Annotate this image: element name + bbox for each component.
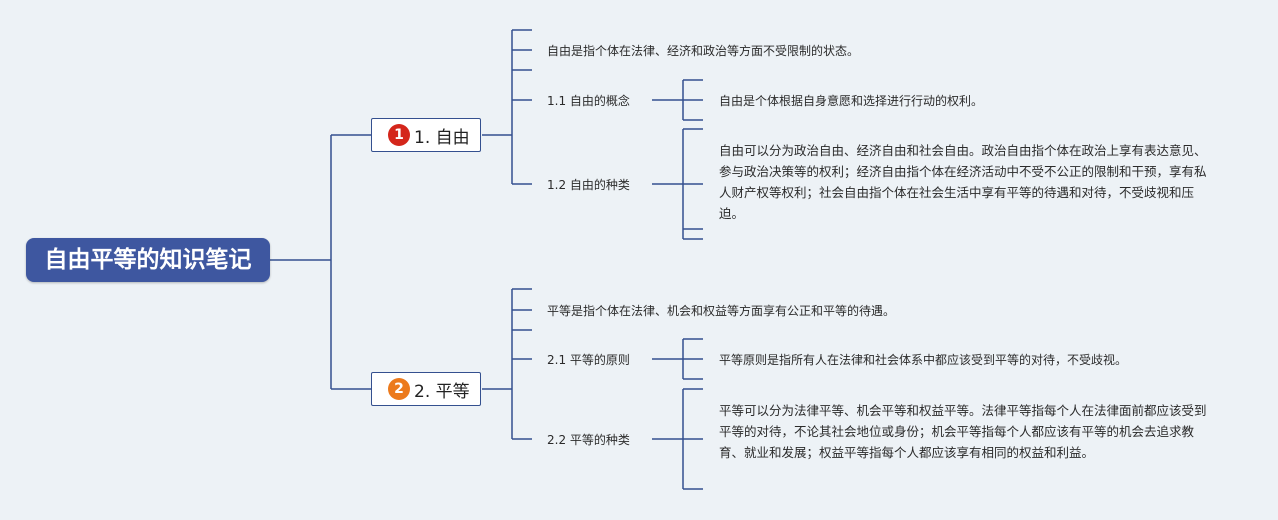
number-badge-icon: 1 — [388, 124, 410, 146]
subtopic-freedom-concept[interactable]: 1.1 自由的概念 — [547, 94, 630, 108]
subtopic-freedom-types[interactable]: 1.2 自由的种类 — [547, 178, 630, 192]
subtopic-equality-principle[interactable]: 2.1 平等的原则 — [547, 353, 630, 367]
connector-branch-1 — [482, 29, 532, 185]
connector-2-2 — [652, 388, 703, 490]
branch-title: 1. 自由 — [414, 127, 470, 148]
branch-title: 2. 平等 — [414, 381, 470, 402]
connector-1-1 — [652, 79, 703, 121]
connector-1-2 — [652, 128, 703, 240]
freedom-types-text: 自由可以分为政治自由、经济自由和社会自由。政治自由指个体在政治上享有表达意见、参… — [719, 143, 1207, 221]
connector-branch-2 — [482, 288, 532, 440]
connector-2-1 — [652, 338, 703, 380]
branch-node-equality[interactable]: 2 2. 平等 — [371, 372, 481, 406]
equality-principle-text: 平等原则是指所有人在法律和社会体系中都应该受到平等的对待，不受歧视。 — [719, 353, 1128, 367]
branch-node-freedom[interactable]: 1 1. 自由 — [371, 118, 481, 152]
freedom-concept-text: 自由是个体根据自身意愿和选择进行行动的权利。 — [719, 94, 984, 108]
subtopic-equality-types[interactable]: 2.2 平等的种类 — [547, 433, 630, 447]
equality-types-text: 平等可以分为法律平等、机会平等和权益平等。法律平等指每个人在法律面前都应该受到平… — [719, 403, 1207, 460]
connector-root — [270, 134, 371, 390]
freedom-summary: 自由是指个体在法律、经济和政治等方面不受限制的状态。 — [547, 44, 860, 58]
root-node[interactable]: 自由平等的知识笔记 — [26, 238, 270, 282]
number-badge-icon: 2 — [388, 378, 410, 400]
equality-summary: 平等是指个体在法律、机会和权益等方面享有公正和平等的待遇。 — [547, 304, 896, 318]
